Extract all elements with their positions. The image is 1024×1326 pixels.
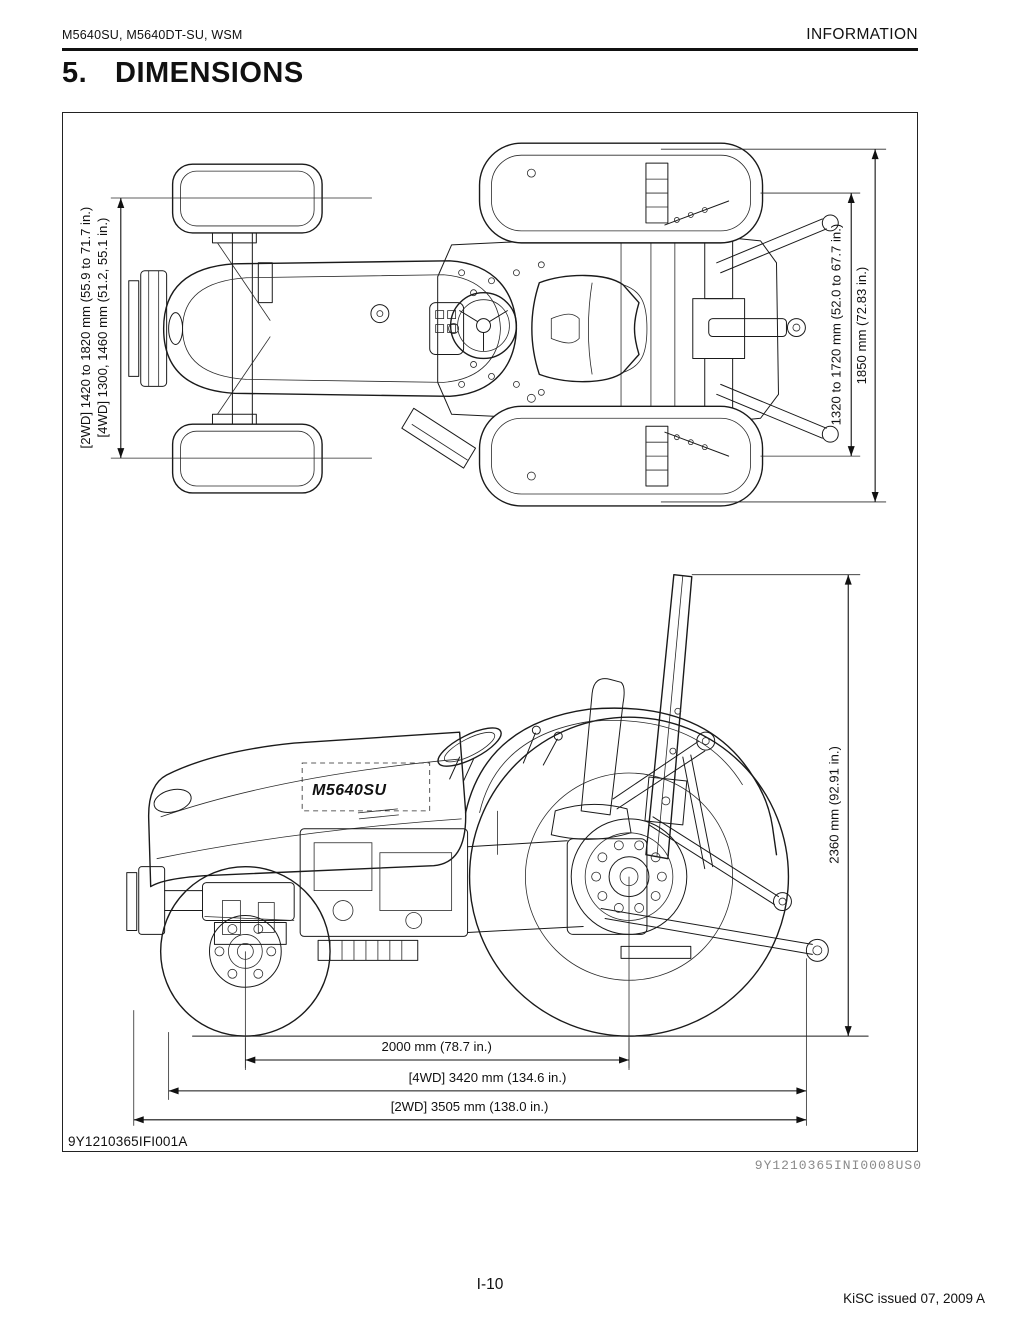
- header-rule: [62, 48, 918, 51]
- dim-overall-width-label: 1850 mm (72.83 in.): [854, 267, 869, 385]
- dim-length-4wd: [4WD] 3420 mm (134.6 in.): [168, 1070, 807, 1095]
- header-section-name: INFORMATION: [806, 26, 918, 43]
- dim-length-2wd-label: [2WD] 3505 mm (138.0 in.): [391, 1099, 549, 1114]
- platform-bolts: [448, 261, 545, 403]
- steering-wheel-side: [437, 727, 502, 782]
- dim-overall-width: 1850 mm (72.83 in.): [660, 148, 887, 503]
- dim-overall-height-label: 2360 mm (92.91 in.): [826, 746, 841, 864]
- side-view-drawing: M5640SU: [126, 574, 869, 1126]
- dimensions-figure-svg: [2WD] 1420 to 1820 mm (55.9 to 71.7 in.)…: [78, 142, 887, 1126]
- control-lever: [531, 725, 541, 735]
- rear-wheel-bottom: [478, 405, 764, 507]
- dim-wheelbase: 2000 mm (78.7 in.): [245, 1039, 630, 1064]
- headlight: [153, 788, 192, 813]
- front-wheel-top: [171, 163, 323, 234]
- drivetrain: [126, 828, 648, 961]
- steering-wheel-top-view: [449, 291, 518, 360]
- dim-front-tread-2wd-label: [2WD] 1420 to 1820 mm (55.9 to 71.7 in.): [78, 207, 93, 449]
- figure-id-label: 9Y1210365IFI001A: [68, 1134, 188, 1149]
- rear-fender: [464, 707, 778, 856]
- seat-top-view: [531, 274, 640, 383]
- dim-length-4wd-label: [4WD] 3420 mm (134.6 in.): [409, 1070, 567, 1085]
- front-wheel-bottom: [171, 423, 323, 494]
- dimensions-figure-frame: [2WD] 1420 to 1820 mm (55.9 to 71.7 in.)…: [62, 112, 918, 1152]
- dim-rear-tread-label: 1320 to 1720 mm (52.0 to 67.7 in.): [828, 224, 843, 426]
- rear-wheel-side: [468, 716, 790, 1068]
- page-title: 5. DIMENSIONS: [62, 57, 304, 90]
- fuel-cap: [370, 304, 390, 324]
- rops-bar: [644, 574, 693, 860]
- header-model-codes: M5640SU, M5640DT-SU, WSM: [62, 28, 243, 42]
- top-view-drawing: [2WD] 1420 to 1820 mm (55.9 to 71.7 in.)…: [78, 142, 887, 507]
- footer-page-number: I-10: [476, 1276, 504, 1293]
- figure-ref-code: 9Y1210365INI0008US0: [754, 1158, 922, 1173]
- dim-front-tread: [2WD] 1420 to 1820 mm (55.9 to 71.7 in.)…: [78, 197, 372, 459]
- control-lever: [553, 731, 563, 741]
- section-number: 5.: [62, 57, 88, 89]
- dim-overall-height: 2360 mm (92.91 in.): [691, 574, 861, 1037]
- front-wheel-side: [159, 865, 331, 1068]
- foot-step: [401, 407, 477, 469]
- dim-wheelbase-label: 2000 mm (78.7 in.): [382, 1039, 492, 1054]
- model-decal: M5640SU: [312, 782, 386, 799]
- footer-issue-note: KiSC issued 07, 2009 A: [843, 1291, 985, 1306]
- dim-rear-tread: 1320 to 1720 mm (52.0 to 67.7 in.): [760, 192, 861, 457]
- section-title: DIMENSIONS: [115, 57, 304, 89]
- hood-side: M5640SU: [147, 731, 467, 888]
- rear-wheel-top: [478, 142, 764, 244]
- hitch-side: [600, 731, 829, 962]
- dim-front-tread-4wd-label: [4WD] 1300, 1460 mm (51.2, 55.1 in.): [95, 218, 110, 438]
- dim-length-2wd: [2WD] 3505 mm (138.0 in.): [133, 1099, 807, 1124]
- front-weight-bracket: [126, 872, 138, 931]
- hitch-top-view: [664, 200, 839, 457]
- instrument-panel: [429, 302, 465, 355]
- seat-side: [550, 678, 632, 840]
